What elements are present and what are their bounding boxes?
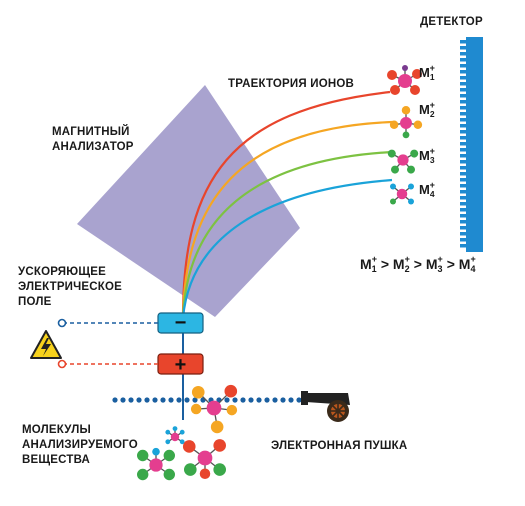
detector-tooth — [460, 52, 467, 56]
mass-ordering: M1+ > M2+ > M3+ > M4+ — [360, 254, 476, 274]
detector-tooth — [460, 178, 467, 182]
electron-dot — [264, 397, 270, 403]
ion-label-m3: M3+ — [419, 146, 435, 165]
electron-dot — [296, 397, 302, 403]
detector-tooth — [460, 136, 467, 140]
detector-tooth — [460, 166, 467, 170]
molecule-icon — [137, 447, 175, 481]
detector-tooth — [460, 172, 467, 176]
detector-tooth — [460, 88, 467, 92]
electron-dot — [256, 397, 262, 403]
electron-dot — [144, 397, 150, 403]
detector-tooth — [460, 94, 467, 98]
electron-gun-label: ЭЛЕКТРОННАЯ ПУШКА — [271, 440, 408, 452]
trajectory-m4 — [181, 178, 393, 319]
detector-tooth — [460, 106, 467, 110]
trajectory-m1 — [181, 90, 391, 319]
detector-tooth — [460, 46, 467, 50]
detector-tooth — [460, 118, 467, 122]
electron-dot — [280, 397, 286, 403]
detector-tooth — [460, 148, 467, 152]
electron-dot — [120, 397, 126, 403]
detector-tooth — [460, 226, 467, 230]
electron-dot — [128, 397, 134, 403]
electron-dot — [272, 397, 278, 403]
electron-beam — [112, 397, 302, 403]
molecules-label: МОЛЕКУЛЫ АНАЛИЗИРУЕМОГО ВЕЩЕСТВА — [22, 424, 138, 466]
detector-tooth — [460, 214, 467, 218]
magnetic-analyzer-label: МАГНИТНЫЙ АНАЛИЗАТОР — [52, 126, 134, 153]
detector-tooth — [460, 154, 467, 158]
ion-trajectories — [181, 90, 393, 319]
molecule-icon — [389, 106, 423, 139]
detector-tooth — [460, 82, 467, 86]
detector-tooth — [460, 238, 467, 242]
positive-plate-sign: + — [175, 354, 187, 376]
electron-dot — [160, 397, 166, 403]
detector-teeth — [460, 40, 467, 248]
electron-dot — [152, 397, 158, 403]
molecule-icon — [387, 65, 422, 95]
electron-dot — [184, 397, 190, 403]
detector-tooth — [460, 58, 467, 62]
electron-dot — [232, 397, 238, 403]
detector-tooth — [460, 64, 467, 68]
detector-label: ДЕТЕКТОР — [420, 16, 483, 28]
detector-tooth — [460, 112, 467, 116]
electron-dot — [168, 397, 174, 403]
molecule-icon — [387, 149, 419, 174]
electron-dot — [240, 397, 246, 403]
trajectory-m3 — [181, 150, 393, 319]
electron-dot — [288, 397, 294, 403]
molecule-icon — [190, 384, 238, 434]
detector-tooth — [460, 76, 467, 80]
electron-dot — [224, 397, 230, 403]
detector-tooth — [460, 244, 467, 248]
detector-tooth — [460, 232, 467, 236]
detector-tooth — [460, 100, 467, 104]
trajectory-m2 — [181, 120, 393, 319]
electron-dot — [248, 397, 254, 403]
electron-dot — [176, 397, 182, 403]
magnetic-analyzer-shape — [77, 85, 300, 317]
detector-tooth — [460, 142, 467, 146]
negative-plate-sign: − — [175, 312, 187, 334]
negative-terminal — [57, 318, 67, 328]
ion-label-m1: M1+ — [419, 63, 435, 82]
detector-tooth — [460, 184, 467, 188]
electron-dot — [136, 397, 142, 403]
molecule-icon — [182, 439, 226, 479]
warning-high-voltage-icon — [30, 330, 62, 359]
detector-tooth — [460, 70, 467, 74]
detector-tooth — [460, 40, 467, 44]
detector-tooth — [460, 124, 467, 128]
detector-tooth — [460, 220, 467, 224]
detector-bar — [466, 37, 483, 252]
cannon-icon — [301, 391, 350, 422]
ion-label-m4: M4+ — [419, 180, 435, 199]
detector-tooth — [460, 196, 467, 200]
electron-dot — [192, 397, 198, 403]
molecule-icon — [165, 426, 185, 445]
detector-tooth — [460, 160, 467, 164]
positive-terminal — [57, 359, 67, 369]
electron-dot — [112, 397, 118, 403]
ion-trajectory-label: ТРАЕКТОРИЯ ИОНОВ — [228, 78, 355, 90]
ion-label-m2: M2+ — [419, 100, 435, 119]
detector-tooth — [460, 130, 467, 134]
detector-tooth — [460, 202, 467, 206]
accelerating-field-label: УСКОРЯЮЩЕЕ ЭЛЕКТРИЧЕСКОЕ ПОЛЕ — [18, 266, 123, 308]
detector-tooth — [460, 190, 467, 194]
molecule-icon — [390, 183, 414, 205]
detector-tooth — [460, 208, 467, 212]
